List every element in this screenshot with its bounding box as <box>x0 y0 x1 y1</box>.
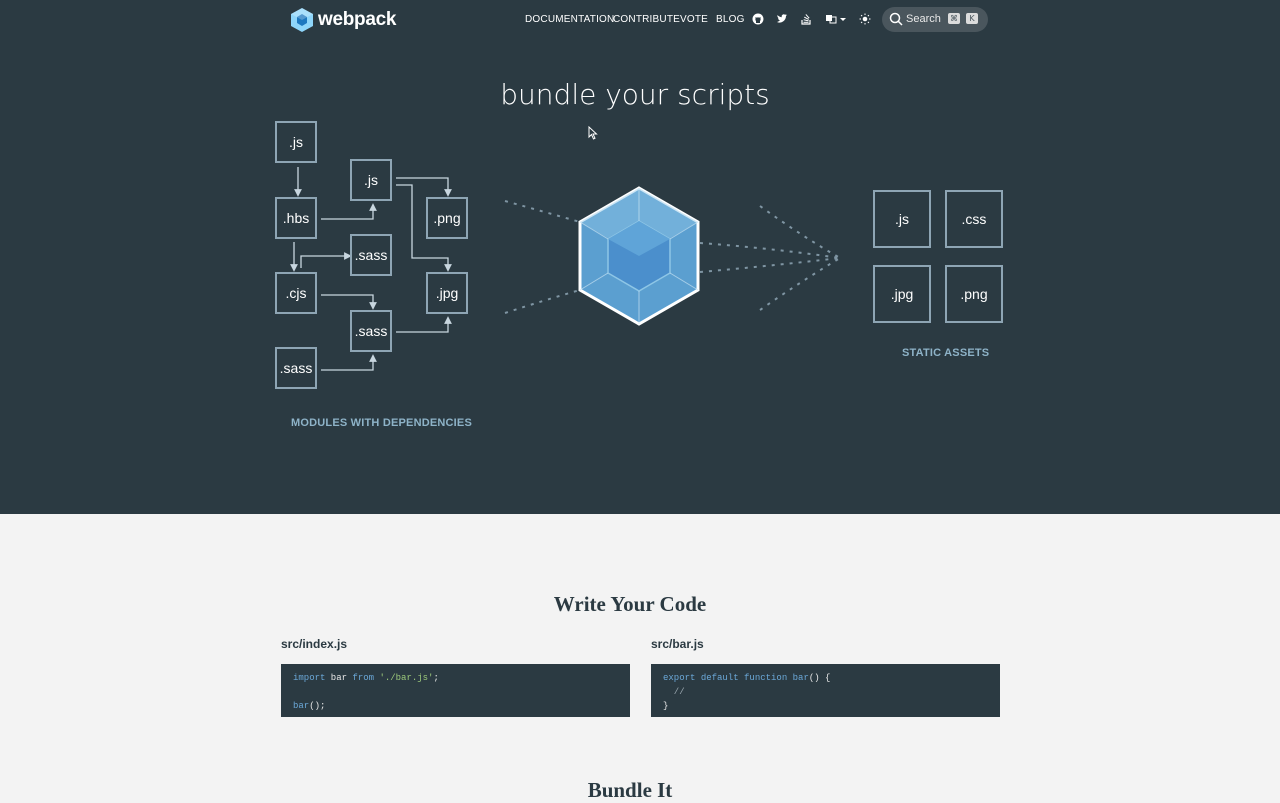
file-name-bar: src/bar.js <box>651 637 704 651</box>
write-code-title: Write Your Code <box>553 592 707 616</box>
module-box: .js <box>350 159 392 201</box>
module-box: .js <box>275 121 317 163</box>
module-box: .png <box>426 197 468 239</box>
nav-blog[interactable]: BLOG <box>716 14 745 25</box>
logo-text: webpack <box>318 9 397 30</box>
module-box: .cjs <box>275 272 317 314</box>
hero-section: webpack DOCUMENTATION CONTRIBUTE VOTE BL… <box>0 0 1280 514</box>
code-token: bar <box>792 673 809 683</box>
code-token: () { <box>808 673 831 683</box>
asset-box: .jpg <box>873 265 931 323</box>
dependency-arrows <box>290 167 452 371</box>
code-line: bar(); <box>293 699 618 713</box>
nav-documentation[interactable]: DOCUMENTATION <box>525 14 615 25</box>
bundle-it-title: Bundle It <box>587 778 673 802</box>
code-token: function <box>744 673 788 683</box>
code-token: // <box>663 687 685 697</box>
code-token: } <box>663 701 669 711</box>
webpack-cube <box>578 186 700 326</box>
code-token: default <box>700 673 739 683</box>
hero-title: bundle your scripts <box>500 78 770 111</box>
code-line: } <box>663 699 988 713</box>
nav-vote[interactable]: VOTE <box>680 14 709 25</box>
webpack-logo[interactable]: webpack <box>290 7 396 33</box>
twitter-icon[interactable] <box>776 13 788 25</box>
code-token: bar <box>293 701 310 711</box>
sun-icon[interactable] <box>859 13 871 25</box>
search-label: Search <box>906 13 941 25</box>
code-block-index: import bar from './bar.js'; bar(); <box>281 664 630 717</box>
command-key: ⌘ <box>948 13 960 24</box>
module-box: .hbs <box>275 197 317 239</box>
code-line: // <box>663 685 988 699</box>
module-box: .sass <box>275 347 317 389</box>
code-token: bar <box>325 673 353 683</box>
code-line: export default function bar() { <box>663 671 988 685</box>
asset-box: .css <box>945 190 1003 248</box>
assets-caption: STATIC ASSETS <box>902 347 990 359</box>
nav-contribute[interactable]: CONTRIBUTE <box>613 14 680 25</box>
modules-caption: MODULES WITH DEPENDENCIES <box>291 417 473 429</box>
code-token: import <box>293 673 326 683</box>
k-key: K <box>966 13 978 24</box>
code-block-bar: export default function bar() { // } <box>651 664 1000 717</box>
flow-lines <box>504 200 841 314</box>
code-line: import bar from './bar.js'; <box>293 671 618 685</box>
code-token: (); <box>309 701 326 711</box>
asset-box: .js <box>873 190 931 248</box>
code-token: export <box>663 673 696 683</box>
module-box: .sass <box>350 234 392 276</box>
module-box: .sass <box>350 310 392 352</box>
language-icon[interactable] <box>825 13 839 25</box>
code-token: ; <box>433 673 439 683</box>
webpack-cube-icon <box>291 8 313 32</box>
bundle-diagram <box>290 167 841 371</box>
search-button[interactable]: Search ⌘ K <box>882 7 988 32</box>
stack-overflow-icon[interactable] <box>800 13 812 25</box>
module-box: .jpg <box>426 272 468 314</box>
github-icon[interactable] <box>752 13 764 25</box>
code-line <box>293 685 618 699</box>
code-token: from <box>352 673 375 683</box>
chevron-down-icon[interactable] <box>839 13 847 25</box>
asset-box: .png <box>945 265 1003 323</box>
mouse-cursor-icon <box>588 126 598 140</box>
file-name-index: src/index.js <box>281 637 348 651</box>
search-icon <box>889 12 903 26</box>
code-token: './bar.js' <box>379 673 434 683</box>
